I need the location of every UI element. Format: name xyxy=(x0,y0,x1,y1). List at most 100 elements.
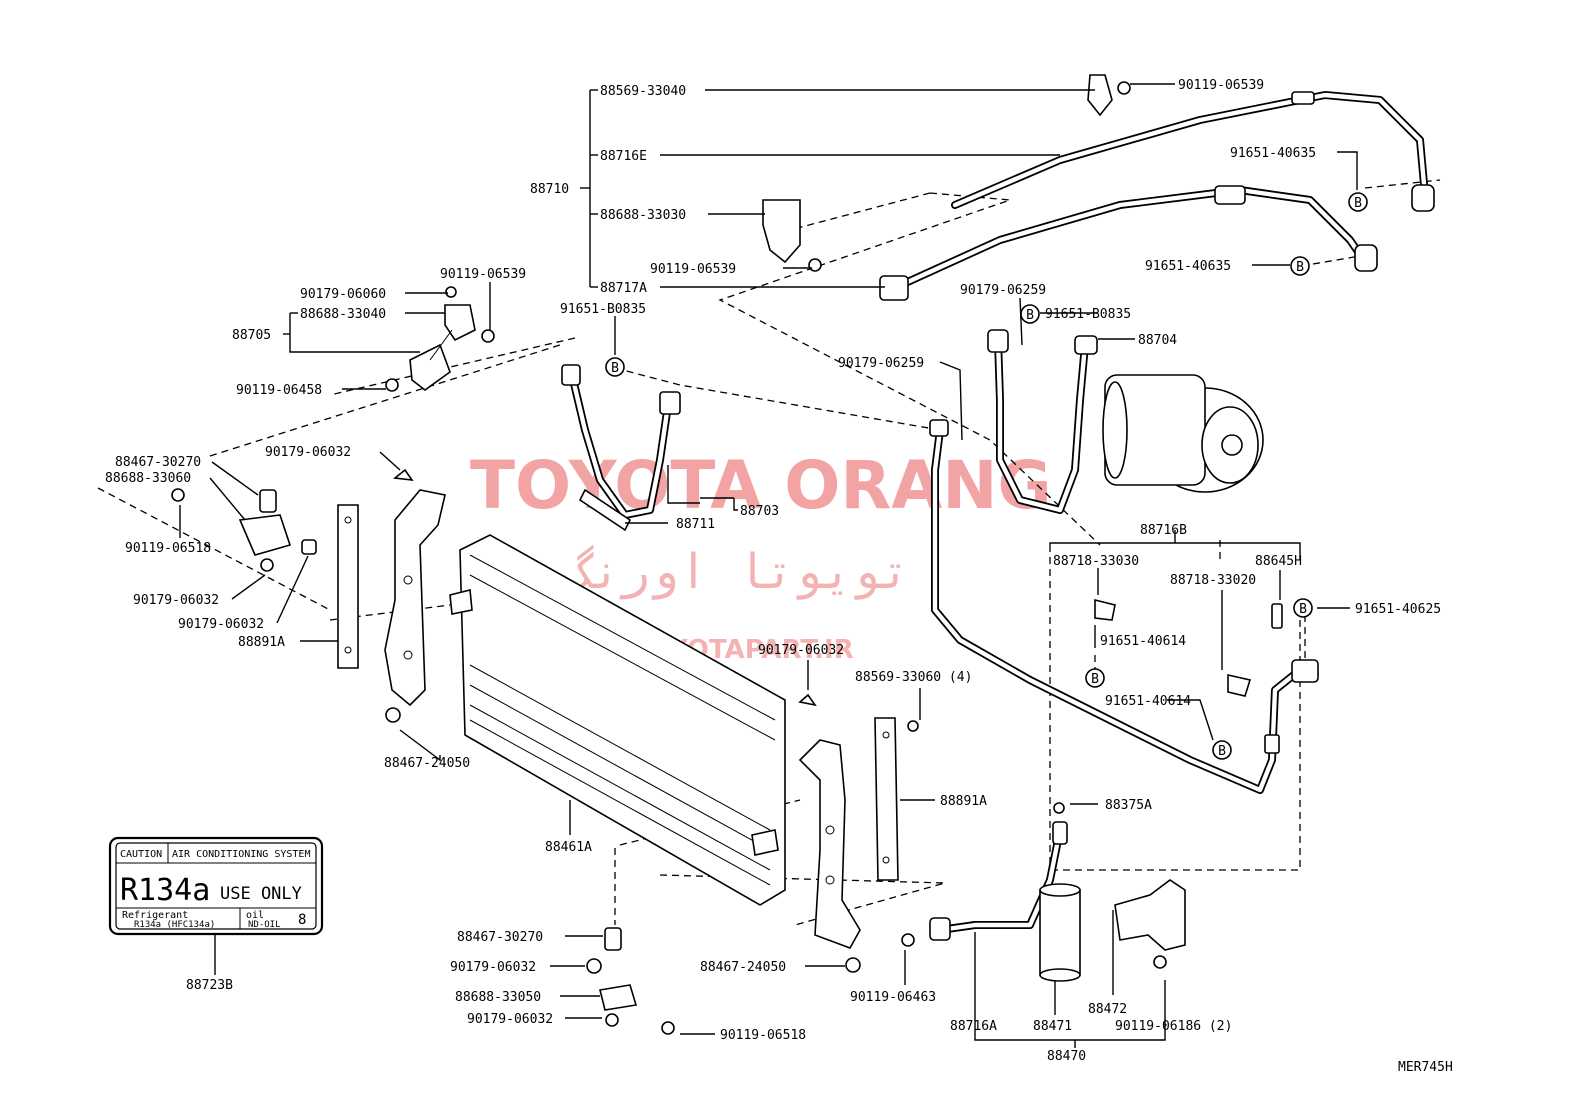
marker-b-text: B xyxy=(611,361,619,376)
part-label: 88705 xyxy=(232,328,271,343)
part-label: 90119-06539 xyxy=(650,262,736,277)
part-label: 88471 xyxy=(1033,1019,1072,1034)
condenser-88461a xyxy=(449,534,786,906)
compressor xyxy=(1102,374,1264,493)
marker-b-text: B xyxy=(1091,672,1099,687)
part-label: 90119-06539 xyxy=(1178,78,1264,93)
part-label: 90179-06032 xyxy=(467,1012,553,1027)
part-label: 88704 xyxy=(1138,333,1177,348)
part-label: 91651-B0835 xyxy=(560,302,646,317)
suction-hose-88716e xyxy=(951,91,1435,212)
part-label: 88375A xyxy=(1105,798,1152,813)
watermark-persian: تویوتا اورنگ xyxy=(560,544,910,600)
part-label: 91651-40635 xyxy=(1145,259,1231,274)
part-label: 88467-24050 xyxy=(384,756,470,771)
part-label: 88723B xyxy=(186,978,233,993)
part-label: 88891A xyxy=(238,635,285,650)
part-label: 88569-33060 (4) xyxy=(855,670,972,685)
part-label: 88718-33030 xyxy=(1053,554,1139,569)
part-labels: 88569-33040 90119-06539 88716E 88710 916… xyxy=(105,78,1453,1075)
part-label: 90119-06518 xyxy=(720,1028,806,1043)
part-label: 88569-33040 xyxy=(600,84,686,99)
caution-refrigerant: Refrigerant xyxy=(122,910,188,921)
caution-header-right: AIR CONDITIONING SYSTEM xyxy=(172,849,310,860)
compressor-hoses xyxy=(987,329,1098,514)
part-label: 90119-06518 xyxy=(125,541,211,556)
bracket-88705 xyxy=(385,286,495,392)
marker-b-text: B xyxy=(1354,196,1362,211)
part-label: 90119-06463 xyxy=(850,990,936,1005)
part-label: 88891A xyxy=(940,794,987,809)
bracket-88688-33030 xyxy=(762,199,822,272)
part-label: 91651-40625 xyxy=(1355,602,1441,617)
part-label: 90179-06032 xyxy=(178,617,264,632)
part-label: 91651-B0835 xyxy=(1045,307,1131,322)
receiver-88470 xyxy=(901,802,1081,982)
side-bracket-left xyxy=(337,504,359,669)
marker-b-5: B xyxy=(1293,598,1313,618)
caution-use-only: USE ONLY xyxy=(220,884,302,904)
part-label: 88688-33030 xyxy=(600,208,686,223)
part-label: 88688-33040 xyxy=(300,307,386,322)
part-label: 88470 xyxy=(1047,1049,1086,1064)
part-label: 88461A xyxy=(545,840,592,855)
caution-refrigerant-type: R134a (HFC134a) xyxy=(134,920,215,930)
caution-main: R134a xyxy=(120,873,210,908)
part-label: 90179-06032 xyxy=(450,960,536,975)
part-label: 88716E xyxy=(600,149,647,164)
side-bracket-right xyxy=(874,717,919,881)
part-label: 91651-40635 xyxy=(1230,146,1316,161)
radiator-support-left xyxy=(384,489,446,723)
marker-b-6: B xyxy=(1085,668,1105,688)
part-label: 88703 xyxy=(740,504,779,519)
part-label: 88472 xyxy=(1088,1002,1127,1017)
part-label: 88467-30270 xyxy=(457,930,543,945)
marker-b-7: B xyxy=(1212,740,1232,760)
part-label: 88711 xyxy=(676,517,715,532)
discharge-hose-88717a xyxy=(879,185,1378,301)
marker-b-text: B xyxy=(1218,744,1226,759)
marker-b-2: B xyxy=(1290,256,1310,276)
part-label: 90179-06259 xyxy=(838,356,924,371)
b-markers: B B B B B B B xyxy=(605,192,1368,760)
part-label: 88467-24050 xyxy=(700,960,786,975)
radiator-support-right xyxy=(798,693,861,973)
part-label: 90119-06458 xyxy=(236,383,322,398)
part-label: 90179-06032 xyxy=(133,593,219,608)
clamp-88569-33040 xyxy=(1087,74,1131,117)
part-label: 88717A xyxy=(600,281,647,296)
part-label: 91651-40614 xyxy=(1105,694,1191,709)
part-label: 88467-30270 xyxy=(115,455,201,470)
part-label: 91651-40614 xyxy=(1100,634,1186,649)
part-label: 88688-33060 xyxy=(105,471,191,486)
marker-b-1: B xyxy=(1348,192,1368,212)
caution-header-left: CAUTION xyxy=(120,849,162,860)
part-label: 90179-06032 xyxy=(265,445,351,460)
part-label: 88716B xyxy=(1140,523,1187,538)
part-label: 88645H xyxy=(1255,554,1302,569)
marker-b-text: B xyxy=(1299,602,1307,617)
part-label: 90119-06186 (2) xyxy=(1115,1019,1232,1034)
watermark: TOYOTA ORANG تویوتا اورنگ TOYOTAPART.IR xyxy=(470,447,1052,665)
marker-b-text: B xyxy=(1296,260,1304,275)
liquid-pipe-88716b xyxy=(929,419,1319,794)
caution-oil: oil xyxy=(246,910,264,921)
assembly-dashed-lines xyxy=(97,179,1441,926)
caution-oil-number: 8 xyxy=(298,912,306,928)
receiver-bracket-88472 xyxy=(1114,879,1186,969)
marker-b-text: B xyxy=(1026,308,1034,323)
left-mount-parts xyxy=(171,468,414,572)
part-label: 88710 xyxy=(530,182,569,197)
part-label: 90179-06259 xyxy=(960,283,1046,298)
caution-label-88723b: CAUTION AIR CONDITIONING SYSTEM R134a US… xyxy=(108,836,324,936)
marker-b-3: B xyxy=(1020,304,1040,324)
caution-oil-type: ND-OIL xyxy=(248,920,281,930)
lower-mount-parts xyxy=(586,927,675,1035)
hose-88703 xyxy=(561,364,681,532)
part-label: 88688-33050 xyxy=(455,990,541,1005)
diagram-code: MER745H xyxy=(1398,1060,1453,1075)
marker-b-4: B xyxy=(605,357,625,377)
part-label: 90119-06539 xyxy=(440,267,526,282)
part-label: 88718-33020 xyxy=(1170,573,1256,588)
